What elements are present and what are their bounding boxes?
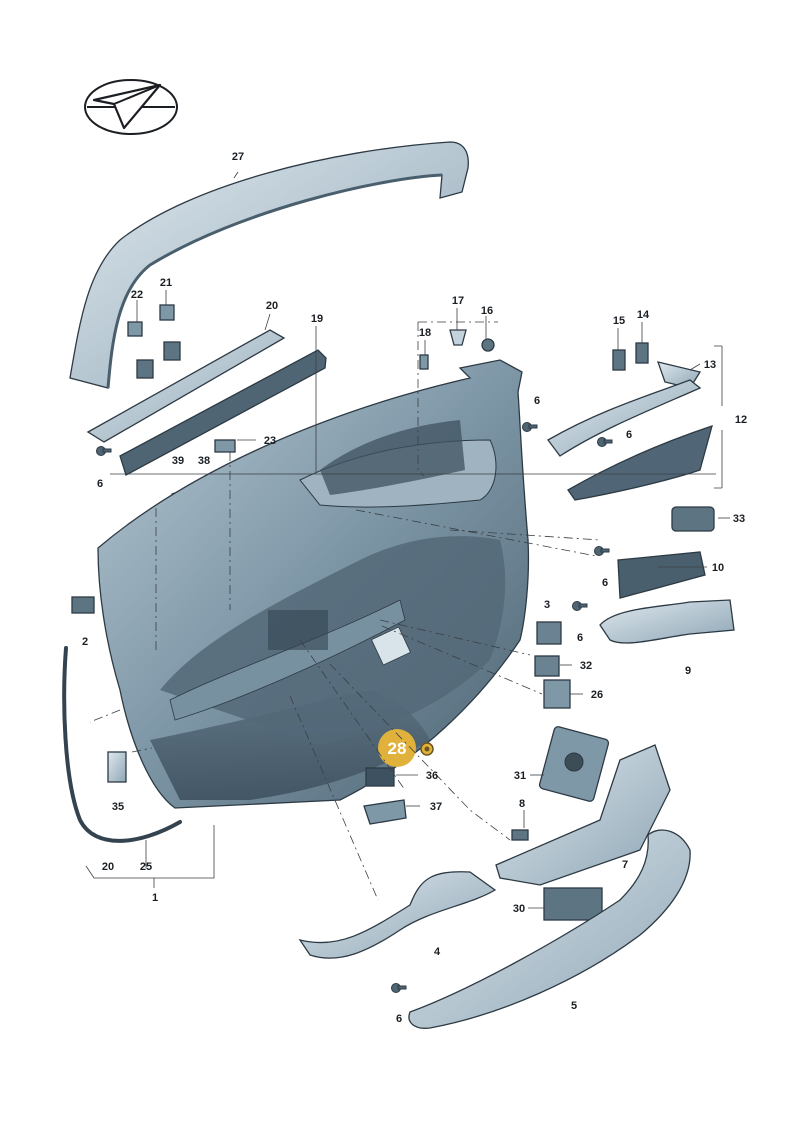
label-23: 23 [264, 435, 276, 447]
label-6b: 6 [626, 429, 632, 441]
inner-trim-upper-part [547, 379, 702, 457]
lower-trim-part-4 [298, 871, 497, 959]
window-switch-part-30 [543, 887, 603, 921]
label-30: 30 [513, 903, 525, 915]
upper-window-trim-part [69, 141, 469, 389]
label-35: 35 [112, 801, 124, 813]
trim-strip-part [86, 329, 286, 443]
label-10: 10 [712, 562, 724, 574]
label-20a: 20 [266, 300, 278, 312]
label-25: 25 [140, 861, 152, 873]
label-15: 15 [613, 315, 625, 327]
dashed-assembly-lines [89, 321, 601, 901]
label-16: 16 [481, 305, 493, 317]
control-unit-part-31 [538, 726, 610, 802]
small-seal-part [214, 439, 236, 453]
switch-part-32 [534, 655, 560, 677]
label-32: 32 [580, 660, 592, 672]
label-9: 9 [685, 665, 691, 677]
label-21: 21 [160, 277, 172, 289]
label-18: 18 [419, 327, 431, 339]
label-22: 22 [131, 289, 143, 301]
label-33: 33 [733, 513, 745, 525]
screw-parts [96, 422, 613, 993]
clip-part-14 [635, 342, 649, 364]
cap-part-35 [107, 751, 127, 783]
label-6d: 6 [602, 577, 608, 589]
label-4: 4 [434, 946, 441, 958]
inner-trim-lower-part [567, 424, 713, 501]
switch-part-36 [365, 767, 395, 787]
clip-parts [127, 304, 181, 379]
label-3: 3 [544, 599, 550, 611]
fastener-parts [419, 329, 495, 370]
leader-lines [85, 171, 730, 909]
label-5: 5 [571, 1000, 577, 1012]
label-12: 12 [735, 414, 747, 426]
clip-part-8 [511, 829, 529, 841]
label-19: 19 [311, 313, 323, 325]
door-seal-part [62, 646, 182, 843]
label-27: 27 [232, 151, 244, 163]
part-number-labels: 27 21 22 20 19 17 18 16 15 14 13 12 6 6 … [82, 151, 747, 1025]
label-8: 8 [519, 798, 525, 810]
label-39: 39 [172, 455, 184, 467]
label-26: 26 [591, 689, 603, 701]
label-7: 7 [622, 859, 628, 871]
switch-part-3 [536, 621, 562, 645]
label-6e: 6 [577, 632, 583, 644]
window-seal-part [119, 349, 327, 476]
door-panel-part [97, 359, 530, 809]
label-31: 31 [514, 770, 526, 782]
label-28: 28 [388, 739, 407, 758]
label-2: 2 [82, 636, 88, 648]
plane-logo-icon [84, 79, 178, 135]
cover-part-33 [671, 506, 715, 532]
label-14: 14 [637, 309, 650, 321]
label-1: 1 [152, 892, 158, 904]
label-38: 38 [198, 455, 210, 467]
label-36: 36 [426, 770, 438, 782]
switch-panel-frame-part-7 [495, 744, 671, 886]
bracket-part-37 [363, 799, 407, 825]
switch-part-26 [543, 679, 571, 709]
label-37: 37 [430, 801, 442, 813]
label-13: 13 [704, 359, 716, 371]
highlighted-part-28 [378, 729, 434, 767]
switch-part-2 [71, 596, 95, 614]
armrest-part-5 [408, 829, 691, 1029]
label-6f: 6 [396, 1013, 402, 1025]
label-6a: 6 [534, 395, 540, 407]
armrest-trim-part-9 [599, 599, 735, 644]
label-6c: 6 [97, 478, 103, 490]
label-20b: 20 [102, 861, 114, 873]
clip-part-15 [612, 349, 626, 371]
door-handle-part-10 [617, 551, 706, 599]
label-17: 17 [452, 295, 464, 307]
